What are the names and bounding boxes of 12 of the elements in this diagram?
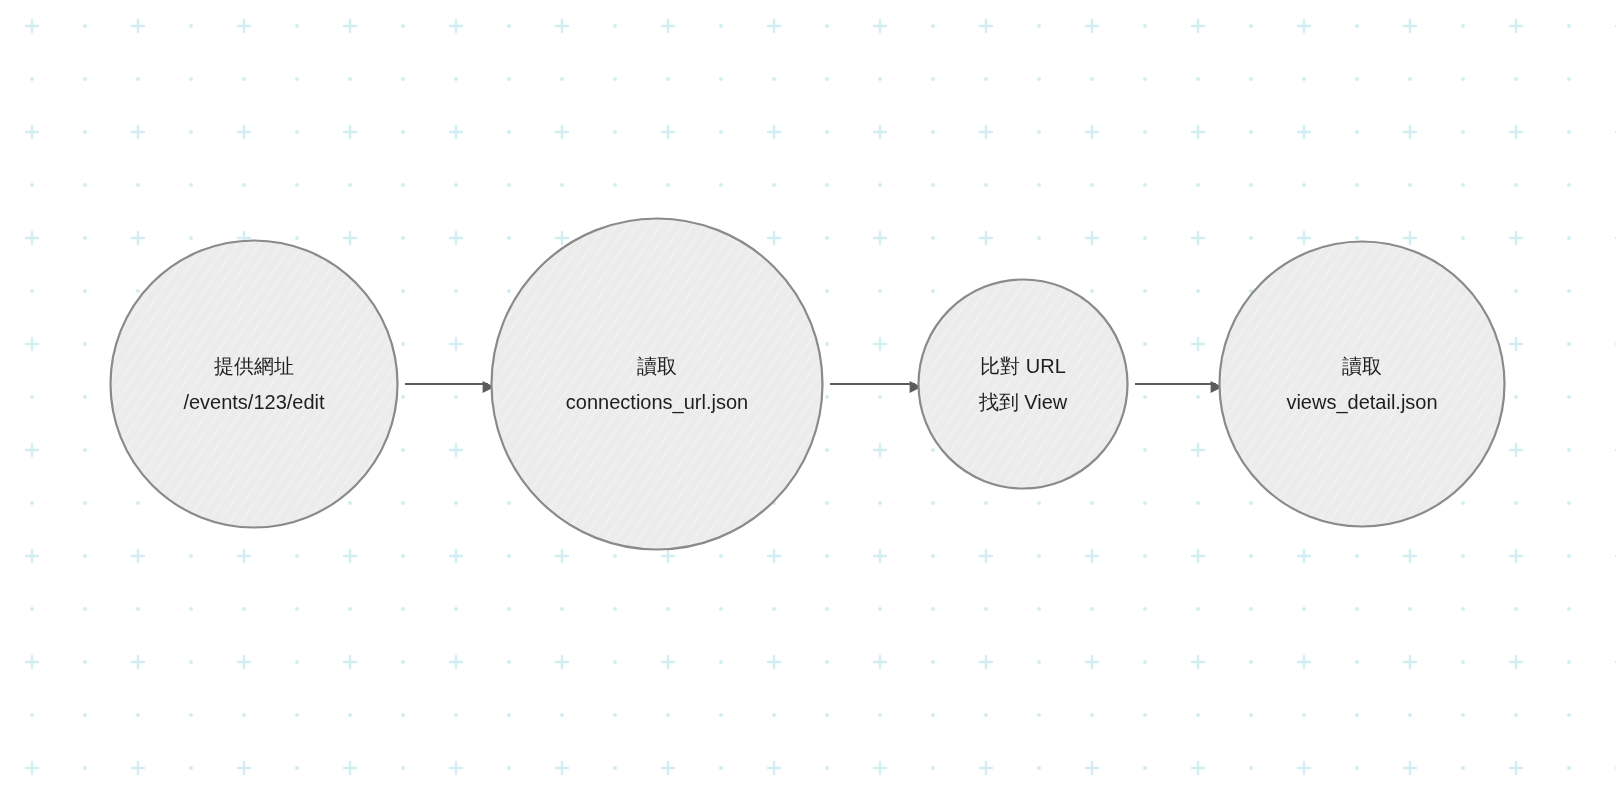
- process-circle: [1218, 240, 1506, 528]
- node-text: 讀取: [1342, 354, 1382, 379]
- process-circle: [917, 278, 1129, 490]
- node-text: 提供網址: [214, 354, 294, 379]
- node-text: /events/123/edit: [183, 390, 325, 415]
- node-text: views_detail.json: [1286, 390, 1438, 416]
- process-circle: [490, 217, 824, 551]
- process-circle: [109, 239, 399, 529]
- node-text: 找到 View: [978, 390, 1068, 415]
- node-text: 讀取: [637, 354, 677, 379]
- node-text: 比對 URL: [980, 354, 1066, 379]
- node-text: connections_url.json: [565, 390, 749, 416]
